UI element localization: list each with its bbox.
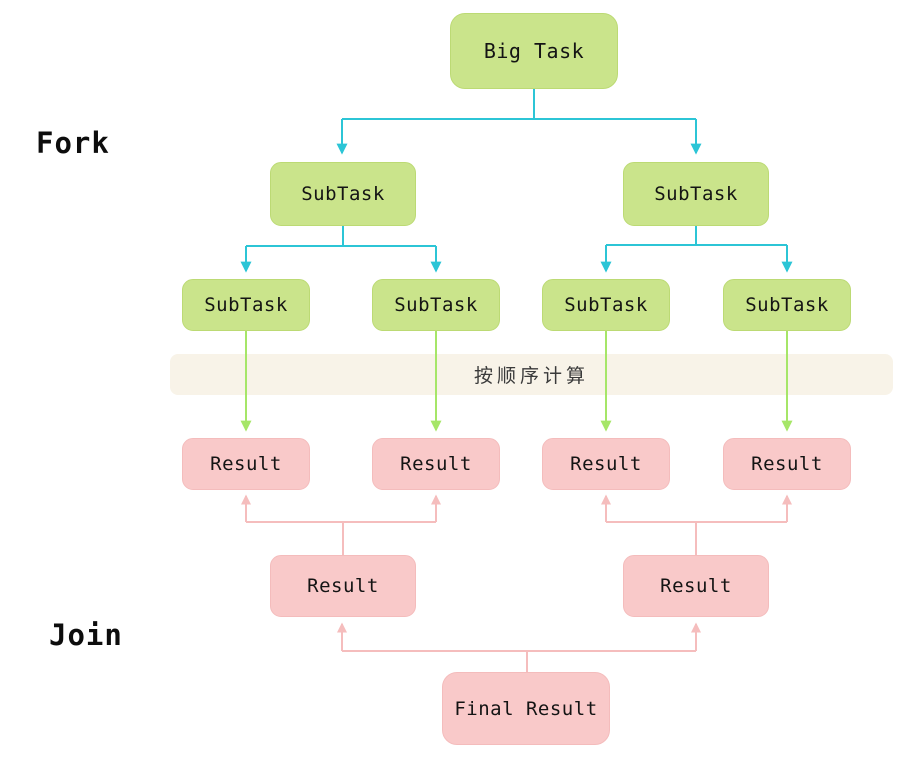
join-level2-connectors bbox=[337, 622, 701, 672]
node-result-2: Result bbox=[372, 438, 500, 490]
node-subtask-l3-2: SubTask bbox=[372, 279, 500, 331]
node-subtask-l3-4: SubTask bbox=[723, 279, 851, 331]
node-final-result: Final Result bbox=[442, 672, 610, 745]
compute-connectors bbox=[240, 331, 793, 432]
fork-level2-connectors bbox=[240, 226, 793, 273]
node-subtask-l2-left: SubTask bbox=[270, 162, 416, 226]
fork-level1-connectors bbox=[336, 89, 702, 155]
node-result-1: Result bbox=[182, 438, 310, 490]
fork-phase-label: Fork bbox=[36, 126, 110, 160]
node-big-task: Big Task bbox=[450, 13, 618, 89]
join-level1-connectors bbox=[241, 494, 792, 555]
node-subtask-l3-1: SubTask bbox=[182, 279, 310, 331]
node-result-3: Result bbox=[542, 438, 670, 490]
node-subtask-l2-right: SubTask bbox=[623, 162, 769, 226]
node-result-4: Result bbox=[723, 438, 851, 490]
join-phase-label: Join bbox=[49, 618, 123, 652]
sequence-band-label: 按顺序计算 bbox=[473, 365, 589, 387]
node-subtask-l3-3: SubTask bbox=[542, 279, 670, 331]
sequence-band: 按顺序计算 bbox=[170, 354, 893, 395]
node-merged-result-left: Result bbox=[270, 555, 416, 617]
node-merged-result-right: Result bbox=[623, 555, 769, 617]
